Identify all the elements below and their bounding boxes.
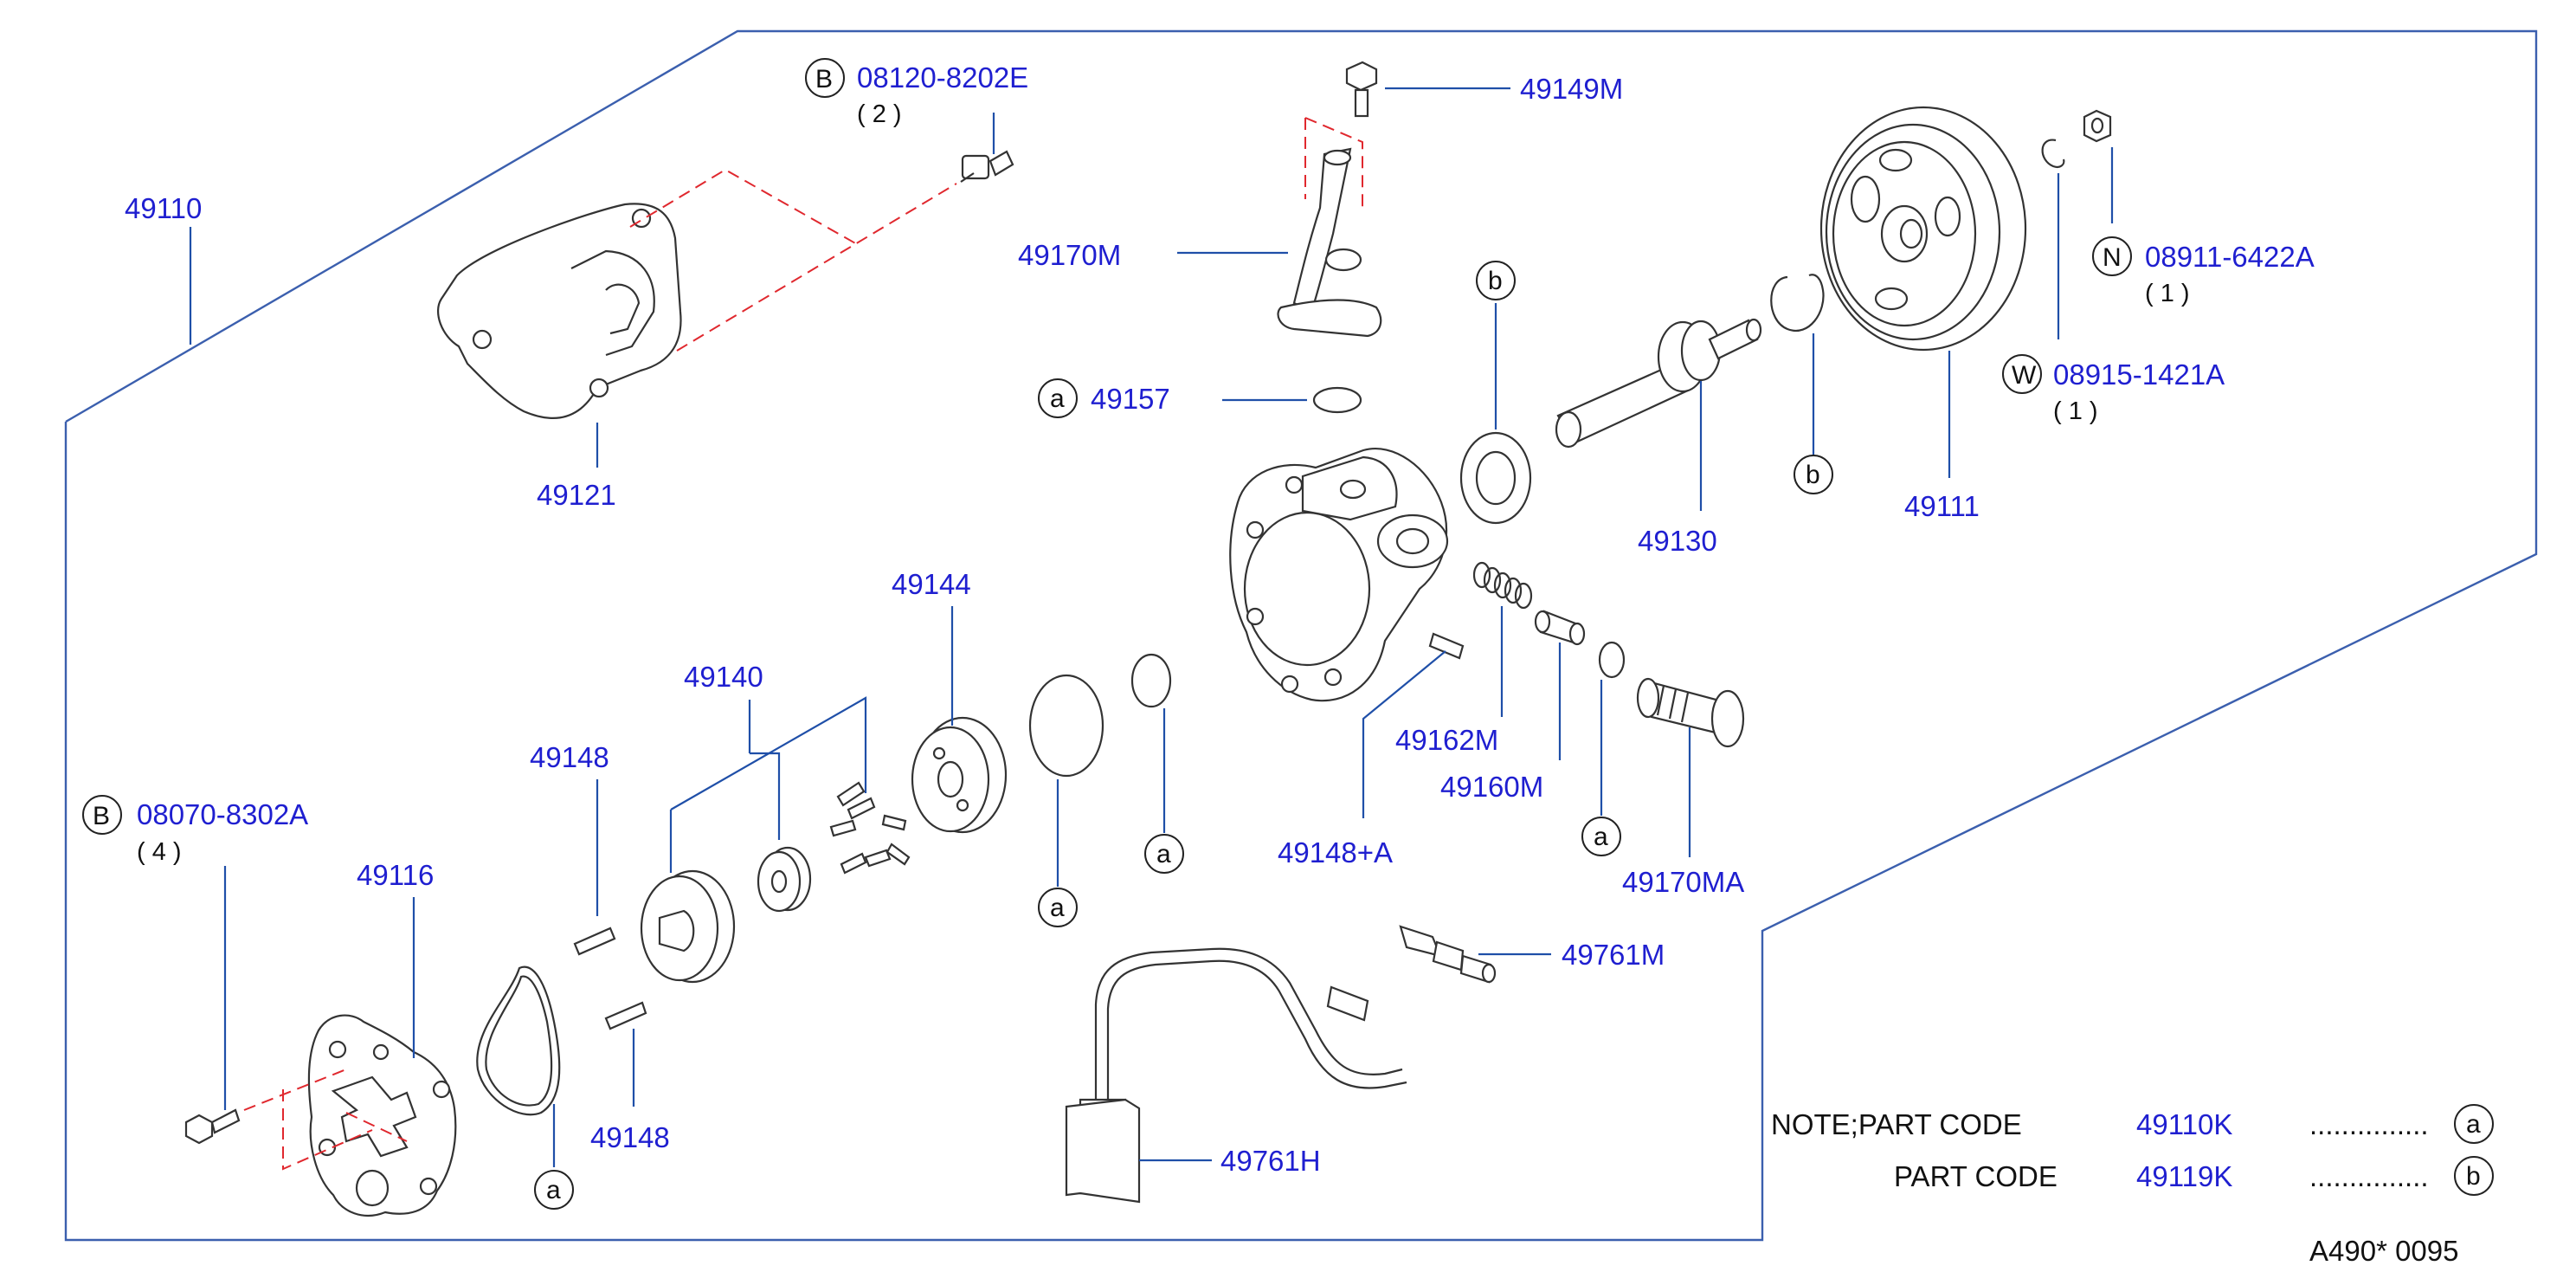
note-line1-marker (2454, 1104, 2494, 1144)
marker-b-text: B (93, 802, 110, 830)
label-49170MA[interactable]: 49170MA (1622, 866, 1744, 898)
label-49121[interactable]: 49121 (537, 479, 616, 511)
phantom-line-bracket (629, 168, 957, 352)
leader-49140 (669, 696, 867, 873)
washer-08915[interactable] (2041, 139, 2065, 168)
marker-w (2002, 354, 2042, 394)
label-49160M[interactable]: 49160M (1440, 771, 1543, 803)
marker-a-text: a (1156, 840, 1171, 869)
pump-body[interactable] (1229, 448, 1449, 702)
bolt-49149M[interactable] (1345, 61, 1378, 118)
phantom-line-cover (243, 1069, 408, 1171)
oring-valve[interactable] (1598, 641, 1626, 679)
label-49148A[interactable]: 49148+A (1278, 836, 1393, 869)
valve-49160M[interactable] (1534, 610, 1586, 646)
marker-a-49157 (1038, 378, 1078, 418)
label-08070-8302A[interactable]: 08070-8302A (137, 798, 308, 830)
qty-08915-1421A: ( 1 ) (2053, 397, 2098, 425)
label-49157[interactable]: 49157 (1091, 383, 1170, 415)
diagram-id: A490* 0095 (2309, 1235, 2459, 1267)
note-line2-label: PART CODE (1894, 1160, 2058, 1192)
marker-n-text: N (2103, 243, 2122, 272)
oring-large[interactable] (1028, 674, 1104, 778)
marker-a-oring-small (1144, 834, 1184, 874)
pin-49148-top[interactable] (573, 927, 616, 956)
label-08120-8202E[interactable]: 08120-8202E (857, 61, 1028, 94)
oring-small[interactable] (1130, 653, 1172, 708)
marker-b-seal (1476, 261, 1516, 300)
label-49170M[interactable]: 49170M (1018, 239, 1121, 271)
marker-b-snap-ring (1794, 455, 1833, 494)
note-block: NOTE;PART CODE 49110K ............... a … (1771, 1104, 2494, 1196)
note-line1-ref: a (2466, 1110, 2481, 1139)
label-08911-6422A[interactable]: 08911-6422A (2145, 241, 2315, 273)
note-line1-code[interactable]: 49110K (2136, 1108, 2232, 1140)
label-08915-1421A[interactable]: 08915-1421A (2053, 358, 2225, 391)
vanes[interactable] (829, 781, 911, 875)
qty-08120-8202E: ( 2 ) (857, 100, 902, 128)
oring-49157[interactable] (1312, 386, 1362, 414)
label-49110[interactable]: 49110 (125, 192, 202, 224)
snap-ring[interactable] (1770, 274, 1825, 332)
marker-b-bolt-08070 (82, 795, 122, 835)
leader-49148A (1362, 650, 1446, 818)
note-line1-label: NOTE;PART CODE (1771, 1108, 2022, 1140)
label-49148-bottom[interactable]: 49148 (590, 1121, 670, 1153)
label-49761H[interactable]: 49761H (1220, 1145, 1321, 1177)
label-49148-top[interactable]: 49148 (530, 741, 609, 773)
spring-49162M[interactable] (1472, 561, 1533, 610)
nut-08911[interactable] (2083, 109, 2112, 143)
note-line2-dots: ............... (2309, 1160, 2429, 1192)
label-49149M[interactable]: 49149M (1520, 73, 1623, 105)
marker-a-oring-valve (1581, 817, 1621, 856)
marker-a-text: a (1594, 823, 1608, 851)
pin-49148-bottom[interactable] (604, 1001, 647, 1030)
label-49144[interactable]: 49144 (892, 568, 971, 600)
marker-b-text: b (1488, 267, 1503, 295)
marker-a-text: a (1050, 384, 1065, 413)
qty-08911-6422A: ( 1 ) (2145, 280, 2190, 307)
qty-08070-8302A: ( 4 ) (137, 838, 182, 866)
bracket-49121[interactable] (437, 203, 682, 419)
note-line1-dots: ............... (2309, 1108, 2429, 1140)
connector-49170MA[interactable] (1636, 677, 1745, 748)
bolt-08070-8302A[interactable] (184, 1108, 241, 1145)
label-49116[interactable]: 49116 (357, 859, 434, 891)
note-line2-marker (2454, 1156, 2494, 1196)
marker-a-text: a (546, 1176, 561, 1204)
sensor-49761M[interactable] (1399, 925, 1497, 984)
bolt-08120-8202E[interactable] (960, 150, 1014, 183)
pin-49148A[interactable] (1428, 632, 1465, 660)
label-49162M[interactable]: 49162M (1395, 724, 1498, 756)
rotor[interactable] (757, 846, 812, 913)
pipe-49170M[interactable] (1277, 147, 1382, 338)
note-line2-code[interactable]: 49119K (2136, 1160, 2232, 1192)
marker-a-gasket (534, 1170, 574, 1210)
rear-cover-49116[interactable] (307, 1014, 457, 1217)
gasket[interactable] (476, 965, 561, 1116)
marker-w-text: W (2012, 361, 2037, 390)
label-49140[interactable]: 49140 (684, 661, 763, 693)
cam-ring[interactable] (640, 869, 736, 984)
marker-a-oring-large (1038, 888, 1078, 927)
label-49111[interactable]: 49111 (1904, 490, 1980, 522)
marker-b-text: b (1806, 461, 1820, 489)
harness-49761H[interactable] (1065, 947, 1407, 1204)
label-49761M[interactable]: 49761M (1562, 939, 1665, 971)
marker-a-text: a (1050, 894, 1065, 922)
marker-b-text: B (815, 65, 833, 94)
side-plate-49144[interactable] (911, 716, 1008, 834)
note-line2-ref: b (2466, 1162, 2481, 1191)
phantom-line-pipe (1304, 117, 1363, 212)
marker-n (2092, 236, 2132, 276)
label-49130[interactable]: 49130 (1638, 525, 1717, 557)
shaft-49130[interactable] (1555, 318, 1762, 449)
assembly-frame (64, 29, 2538, 1242)
pulley-49111[interactable] (1819, 106, 2027, 352)
marker-b-bolt-08120 (805, 58, 845, 98)
